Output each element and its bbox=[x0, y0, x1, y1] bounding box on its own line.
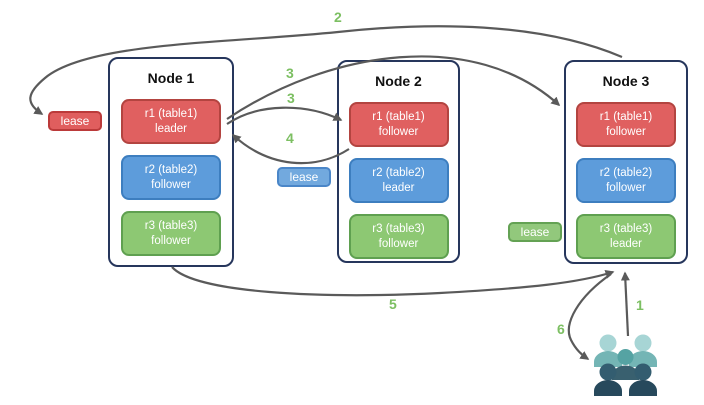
node-3-title: Node 3 bbox=[602, 73, 650, 89]
replica-label: r3 (table3) bbox=[144, 219, 198, 232]
user-dark-right bbox=[629, 363, 657, 396]
node-3-replica-r1: r1 (table1) follower bbox=[576, 102, 676, 147]
arrow-step5-node1-to-node3 bbox=[171, 266, 615, 297]
replica-label: r1 (table1) bbox=[144, 107, 198, 120]
step-label-4: 4 bbox=[286, 130, 294, 146]
node-1-replica-r2: r2 (table2) follower bbox=[121, 155, 221, 200]
replica-label: r2 (table2) bbox=[599, 166, 653, 179]
replica-role: leader bbox=[155, 122, 187, 135]
node-2-box: Node 2 r1 (table1) follower r2 (table2) … bbox=[337, 60, 460, 263]
lease-badge-table1: lease bbox=[48, 111, 102, 131]
node-1-title: Node 1 bbox=[147, 70, 195, 86]
replica-role: follower bbox=[606, 181, 646, 194]
replica-label: r1 (table1) bbox=[372, 110, 425, 123]
user-dark-left bbox=[594, 363, 622, 396]
replica-role: leader bbox=[610, 237, 642, 250]
replica-label: r2 (table2) bbox=[372, 166, 425, 179]
lease-badge-table3: lease bbox=[508, 222, 562, 242]
node-1-replica-r1: r1 (table1) leader bbox=[121, 99, 221, 144]
node-2-replica-r1: r1 (table1) follower bbox=[348, 102, 449, 147]
step-label-1: 1 bbox=[636, 297, 644, 313]
node-1-box: Node 1 r1 (table1) leader r2 (table2) fo… bbox=[108, 57, 234, 267]
replica-label: r3 (table3) bbox=[372, 222, 425, 235]
step-label-6: 6 bbox=[557, 321, 565, 337]
replica-role: follower bbox=[151, 234, 191, 247]
node-3-replica-r2: r2 (table2) follower bbox=[576, 158, 676, 203]
step-label-3a: 3 bbox=[286, 65, 294, 81]
arrow-step1-users-to-node3 bbox=[620, 271, 630, 337]
node-2-replica-r3: r3 (table3) follower bbox=[348, 214, 449, 259]
replica-role: follower bbox=[378, 125, 419, 138]
node-3-replica-r3: r3 (table3) leader bbox=[576, 214, 676, 259]
replica-role: follower bbox=[151, 178, 191, 191]
node-2-title: Node 2 bbox=[375, 73, 422, 89]
replica-role: leader bbox=[382, 181, 415, 194]
user-light-right bbox=[629, 334, 657, 367]
node-3-box: Node 3 r1 (table1) follower r2 (table2) … bbox=[564, 60, 688, 264]
replica-label: r2 (table2) bbox=[144, 163, 198, 176]
replica-label: r1 (table1) bbox=[599, 110, 653, 123]
lease-badge-table2: lease bbox=[277, 167, 331, 187]
node-2-replica-r2: r2 (table2) leader bbox=[348, 158, 449, 203]
users-group-icon bbox=[594, 334, 657, 396]
step-label-3b: 3 bbox=[287, 90, 295, 106]
step-label-2: 2 bbox=[334, 9, 342, 25]
step-label-5: 5 bbox=[389, 296, 397, 312]
user-light-left bbox=[594, 334, 622, 367]
replica-label: r3 (table3) bbox=[599, 222, 653, 235]
node-1-replica-r3: r3 (table3) follower bbox=[121, 211, 221, 256]
arrow-step3-node1-to-node2 bbox=[226, 106, 343, 125]
replica-role: follower bbox=[606, 125, 646, 138]
user-middle bbox=[612, 349, 639, 380]
replica-role: follower bbox=[378, 237, 419, 250]
